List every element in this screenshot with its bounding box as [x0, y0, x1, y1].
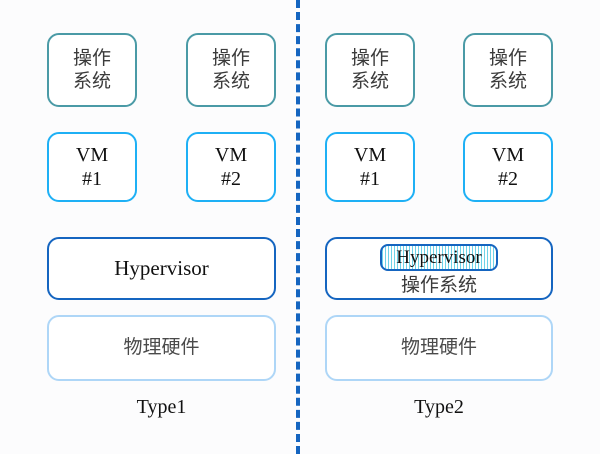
left-os-box-1-line2: 系统: [72, 71, 111, 92]
right-type-caption-text: Type2: [414, 396, 464, 418]
right-vm-box-2-line2: #2: [498, 168, 518, 190]
left-os-box-1-line1: 操作: [72, 47, 111, 69]
left-os-box-2-line1: 操作: [211, 47, 250, 69]
left-type-caption: Type1: [47, 396, 276, 419]
right-type-caption: Type2: [325, 396, 553, 419]
right-os-box-2: 操作 系统: [463, 33, 553, 107]
right-os-box-1-line1: 操作: [350, 47, 389, 69]
right-hardware-label: 物理硬件: [400, 337, 477, 359]
left-hypervisor-label: Hypervisor: [114, 255, 209, 280]
right-os-box-2-line1: 操作: [488, 47, 527, 69]
left-vm-box-2: VM #2: [186, 132, 276, 202]
right-os-box-1-line2: 系统: [350, 71, 389, 92]
left-os-box-2: 操作 系统: [186, 33, 276, 107]
left-os-box-2-line2: 系统: [211, 71, 250, 92]
right-hypervisor-box: Hypervisor 操作系统: [325, 237, 553, 300]
right-host-os-label: 操作系统: [400, 275, 477, 296]
right-hypervisor-label: Hypervisor: [396, 246, 482, 268]
section-divider: [296, 0, 300, 454]
left-type-caption-text: Type1: [136, 396, 187, 418]
right-os-box-2-line2: 系统: [488, 71, 527, 92]
left-hardware-box: 物理硬件: [47, 315, 276, 381]
left-vm-box-1-line2: #1: [82, 168, 102, 190]
right-vm-box-2: VM #2: [463, 132, 553, 202]
right-vm-box-1-line2: #1: [360, 168, 380, 190]
right-vm-box-2-line1: VM: [491, 143, 525, 166]
left-hardware-label: 物理硬件: [123, 337, 200, 359]
left-vm-box-1: VM #1: [47, 132, 137, 202]
right-os-box-1: 操作 系统: [325, 33, 415, 107]
right-hardware-box: 物理硬件: [325, 315, 553, 381]
right-nested-hypervisor-box: Hypervisor: [380, 244, 498, 271]
left-os-box-1: 操作 系统: [47, 33, 137, 107]
left-vm-box-2-line1: VM: [214, 143, 248, 166]
right-vm-box-1-line1: VM: [353, 143, 387, 166]
left-vm-box-1-line1: VM: [75, 143, 109, 166]
right-vm-box-1: VM #1: [325, 132, 415, 202]
left-hypervisor-box: Hypervisor: [47, 237, 276, 300]
left-vm-box-2-line2: #2: [221, 168, 241, 190]
